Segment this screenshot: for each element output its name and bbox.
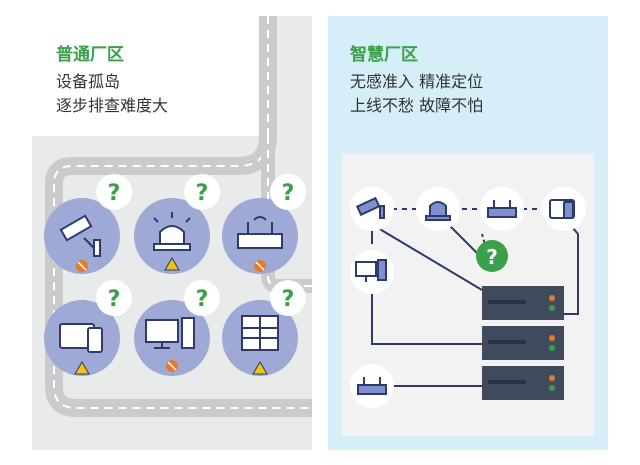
question-mark: ? (196, 181, 209, 206)
device-alarm-light: ? (134, 174, 220, 274)
question-bubble (96, 174, 132, 210)
question-mark: ? (282, 181, 295, 206)
question-mark: ? (108, 181, 121, 206)
router-icon (237, 216, 283, 249)
device-camera: ? (44, 174, 132, 274)
node-router-bottom (350, 364, 394, 408)
question-mark: ? (486, 245, 498, 269)
blocked-icon (254, 260, 266, 272)
ordinary-factory-title: 普通厂区 (56, 45, 124, 65)
router-icon (357, 377, 387, 395)
blocked-icon (166, 360, 178, 372)
smart-factory-panel: 智慧厂区 无感准入 精准定位 上线不愁 故障不怕 (328, 16, 608, 450)
node-router (480, 187, 524, 231)
desktop-computer-icon (145, 317, 195, 349)
question-mark: ? (196, 287, 209, 312)
desktop-computer-icon (355, 259, 387, 282)
question-bubble (270, 280, 306, 316)
question-bubble (184, 174, 220, 210)
ordinary-factory-line2: 逐步排查难度大 (56, 96, 169, 115)
question-mark: ? (108, 287, 121, 312)
network-diagram-svg: ? (350, 187, 586, 408)
node-alarm-light (416, 187, 460, 231)
server-rack-icon (482, 286, 564, 400)
ordinary-factory-panel: ? ? (32, 16, 312, 450)
server-cabinet-icon (241, 315, 279, 351)
camera-icon (355, 196, 385, 219)
smart-factory-line2: 上线不愁 故障不怕 (350, 96, 484, 115)
device-server-cabinet: ? (222, 280, 306, 376)
question-bubble: ? (476, 240, 508, 272)
device-tablet-phone: ? (44, 280, 132, 376)
smart-factory-title: 智慧厂区 (350, 45, 418, 65)
camera-icon (59, 214, 101, 257)
question-bubble (96, 280, 132, 316)
warning-icon (252, 361, 268, 375)
smart-factory-line1: 无感准入 精准定位 (350, 72, 484, 91)
question-bubble (270, 174, 306, 210)
question-bubble (184, 280, 220, 316)
blocked-icon (76, 260, 88, 272)
ordinary-factory-line1: 设备孤岛 (56, 72, 121, 91)
device-desktop-computer: ? (134, 280, 220, 376)
node-tablet-phone (542, 187, 586, 231)
ordinary-factory-illustration: ? ? (44, 16, 312, 417)
alarm-light-icon (153, 212, 191, 251)
warning-icon (74, 361, 90, 375)
tablet-phone-icon (59, 323, 103, 353)
warning-icon (164, 257, 180, 271)
ordinary-factory-header (32, 16, 268, 136)
node-desktop-computer (350, 250, 394, 294)
question-mark: ? (282, 287, 295, 312)
alarm-light-icon (425, 201, 451, 221)
smart-factory-network-diagram: ? (342, 154, 594, 436)
router-icon (487, 200, 517, 218)
tablet-phone-icon (549, 199, 575, 219)
node-camera (350, 187, 394, 231)
device-router: ? (222, 174, 306, 274)
